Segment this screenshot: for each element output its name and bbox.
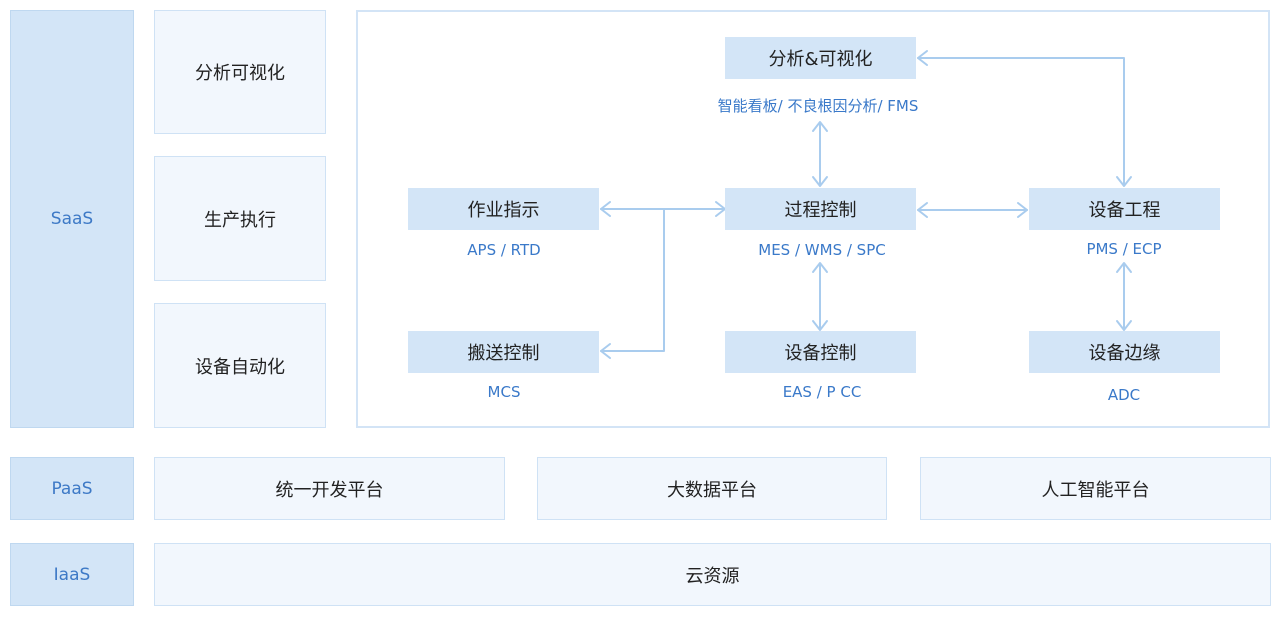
node-work-instruction: 作业指示 (408, 188, 599, 230)
node-equipment-engineering: 设备工程 (1029, 188, 1220, 230)
saas-category-analysis: 分析可视化 (154, 10, 326, 134)
node-sub-analysis: 智能看板/ 不良根因分析/ FMS (717, 97, 919, 115)
saas-category-label: 设备自动化 (195, 356, 285, 378)
node-sub-equipment-edge: ADC (1107, 386, 1141, 404)
node-label: 过程控制 (784, 200, 857, 221)
layer-paas: PaaS (10, 457, 134, 520)
arrow-analysis-equip-eng (917, 57, 1125, 186)
node-sub-work-instruction: APS / RTD (467, 241, 541, 259)
paas-platform-ai: 人工智能平台 (920, 457, 1271, 520)
paas-platform-label: 大数据平台 (667, 479, 757, 501)
node-label: 分析&可视化 (768, 49, 873, 70)
layer-iaas: IaaS (10, 543, 134, 606)
node-sub-equipment-engineering: PMS / ECP (1086, 240, 1162, 258)
node-equipment-control: 设备控制 (725, 331, 916, 373)
layer-saas-label: SaaS (50, 209, 94, 229)
node-sub-transport-control: MCS (487, 383, 521, 401)
node-analysis: 分析&可视化 (725, 37, 916, 79)
node-process-control: 过程控制 (725, 188, 916, 230)
paas-platform-dev: 统一开发平台 (154, 457, 505, 520)
node-label: 搬送控制 (467, 343, 540, 364)
node-label: 设备边缘 (1088, 343, 1161, 364)
layer-iaas-label: IaaS (53, 564, 91, 585)
layer-saas: SaaS (10, 10, 134, 428)
node-label: 设备控制 (784, 343, 857, 364)
node-label: 设备工程 (1088, 200, 1161, 221)
iaas-resource-label: 云资源 (685, 565, 740, 587)
node-transport-control: 搬送控制 (408, 331, 599, 373)
iaas-cloud-resource: 云资源 (154, 543, 1271, 606)
arrow-junction-transport (600, 208, 665, 352)
paas-platform-bigdata: 大数据平台 (537, 457, 887, 520)
node-sub-process-control: MES / WMS / SPC (758, 241, 886, 259)
node-label: 作业指示 (467, 200, 540, 221)
saas-category-production: 生产执行 (154, 156, 326, 281)
paas-platform-label: 人工智能平台 (1041, 479, 1150, 501)
saas-category-label: 生产执行 (204, 209, 276, 231)
saas-category-automation: 设备自动化 (154, 303, 326, 428)
node-equipment-edge: 设备边缘 (1029, 331, 1220, 373)
paas-platform-label: 统一开发平台 (275, 479, 384, 501)
saas-category-label: 分析可视化 (195, 63, 285, 84)
layer-paas-label: PaaS (51, 478, 93, 499)
node-sub-equipment-control: EAS / P CC (782, 383, 862, 401)
